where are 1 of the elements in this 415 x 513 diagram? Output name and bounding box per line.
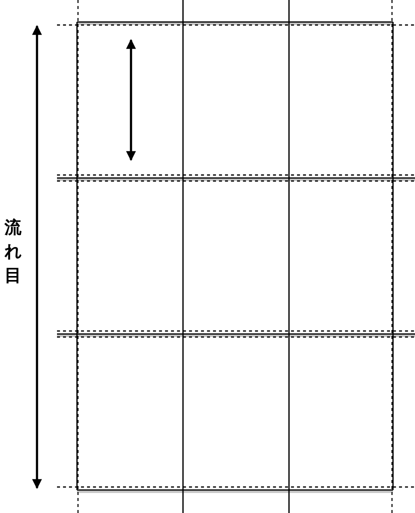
grain-direction-label: 流れ目: [4, 217, 22, 288]
